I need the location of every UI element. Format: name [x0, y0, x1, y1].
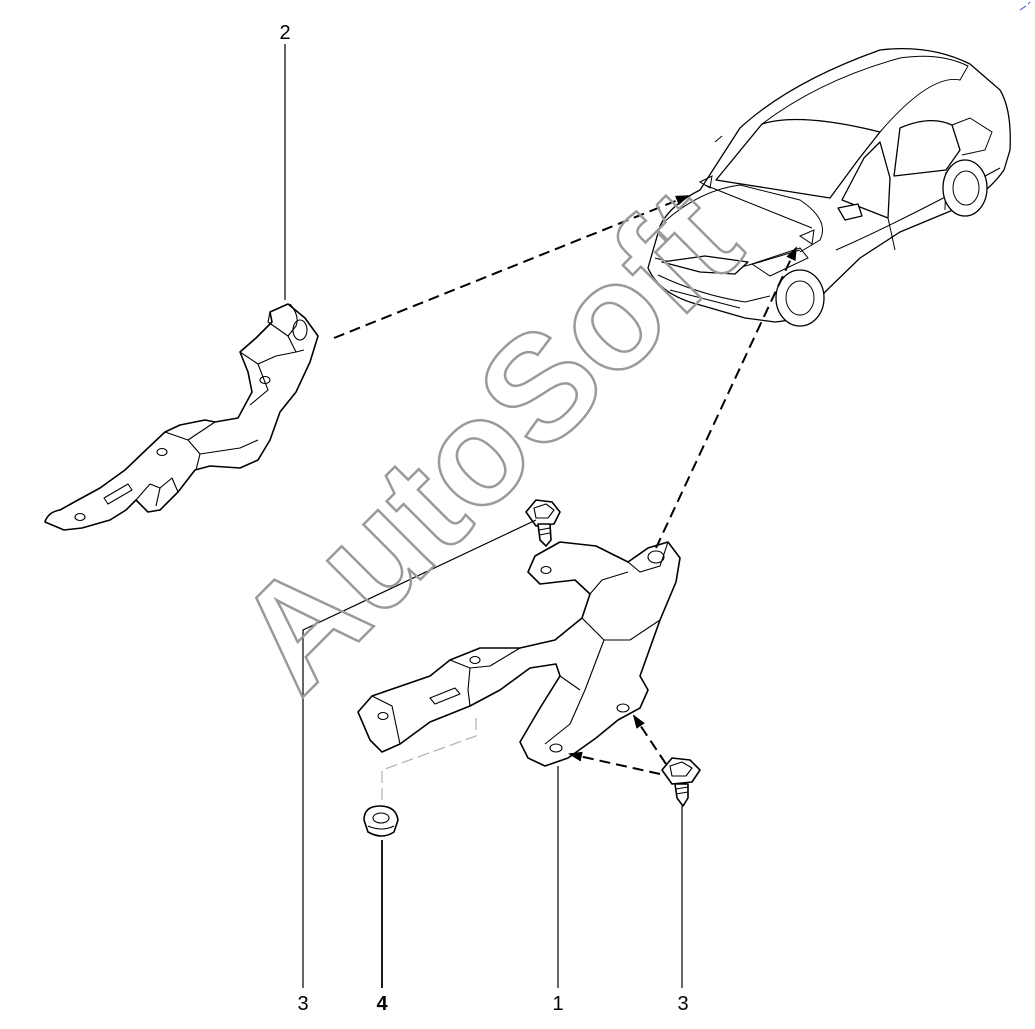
assembly-line-nut	[381, 718, 477, 800]
callout-part-3-left: 3	[297, 993, 308, 1015]
watermark-text: AutoSoft	[204, 156, 770, 722]
car-illustration	[647, 47, 1011, 327]
hinge-part-1	[357, 541, 681, 767]
callout-part-2: 2	[279, 22, 290, 44]
assembly-line-bolt-b	[568, 751, 661, 775]
callout-part-4: 4	[376, 993, 388, 1015]
bolt-upper	[525, 499, 561, 547]
corner-mark	[1019, 1, 1031, 11]
callout-part-1: 1	[552, 993, 563, 1015]
callout-part-3-right: 3	[677, 993, 688, 1015]
assembly-line-bolt-a	[632, 714, 667, 765]
leader-part-3-left	[302, 519, 537, 988]
bolt-lower-right	[661, 757, 701, 807]
assembly-line-part1	[655, 246, 797, 549]
hinge-part-2	[44, 303, 319, 531]
nut-part-4	[363, 805, 399, 837]
assembly-line-part2	[333, 195, 690, 339]
